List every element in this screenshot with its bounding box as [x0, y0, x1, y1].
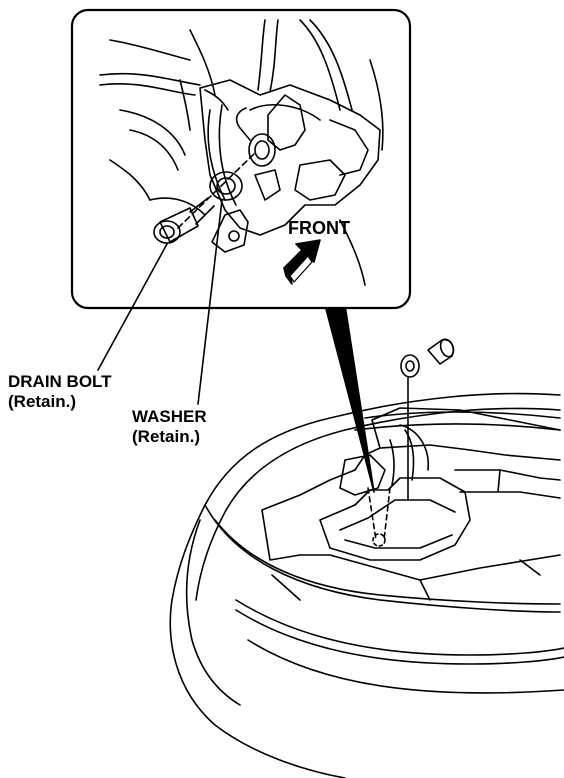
drain-bolt-label-name: DRAIN BOLT [8, 372, 112, 391]
drain-bolt-label: DRAIN BOLT (Retain.) [8, 372, 112, 412]
washer-label-name: WASHER [132, 407, 207, 426]
inset-frame [70, 8, 412, 310]
washer-label-note: (Retain.) [132, 427, 200, 446]
front-label: FRONT [288, 218, 350, 238]
washer-leader-line [197, 199, 223, 405]
drain-bolt-leader-line [97, 243, 168, 371]
washer-label: WASHER (Retain.) [132, 407, 207, 447]
front-arrow-icon [283, 239, 321, 285]
drain-location-indicator [367, 487, 391, 547]
inset-detail [99, 19, 384, 286]
inset-pointer [324, 304, 375, 493]
small-bolt-and-washer [400, 338, 455, 501]
drain-bolt-label-note: (Retain.) [8, 392, 76, 411]
